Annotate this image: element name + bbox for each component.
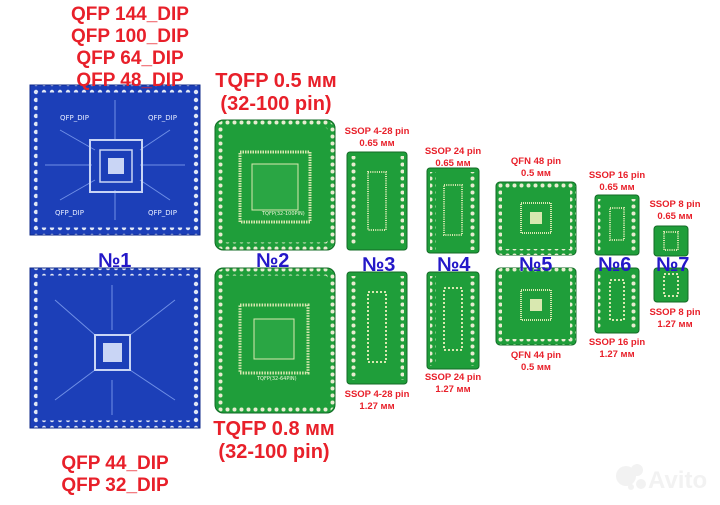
ssop24-board-bottom <box>426 271 480 370</box>
ssop16-bottom-label: SSOP 16 pin 1.27 мм <box>588 337 646 360</box>
tqfp08-board: TQFP(32-64PIN) <box>214 267 336 414</box>
ssop16-board-top <box>594 194 640 256</box>
ssop428-top-label: SSOP 4-28 pin 0.65 мм <box>344 126 410 149</box>
qfn48-board <box>495 181 577 256</box>
tqfp05-label: TQFP 0.5 мм (32-100 pin) <box>215 70 337 115</box>
number-3: №3 <box>362 254 396 276</box>
ssop428-bottom-label: SSOP 4-28 pin 1.27 мм <box>344 389 410 412</box>
number-4: №4 <box>437 254 471 276</box>
avito-watermark: Avito <box>616 464 707 494</box>
qfp-bottom-labels: QFP 44_DIP QFP 32_DIP <box>45 453 185 497</box>
ssop24-top-label: SSOP 24 pin 0.65 мм <box>424 146 482 169</box>
ssop8-board-bottom <box>653 267 689 303</box>
svg-text:QFP_DIP: QFP_DIP <box>148 209 177 217</box>
tqfp05-board: TQFP(32-100PIN) <box>214 119 336 251</box>
number-1: №1 <box>98 250 132 272</box>
qfp-top-labels: QFP 144_DIP QFP 100_DIP QFP 64_DIP QFP 4… <box>60 4 200 92</box>
tqfp08-label: TQFP 0.8 мм (32-100 pin) <box>213 418 335 463</box>
number-2: №2 <box>256 250 290 272</box>
watermark-text: Avito <box>648 467 707 494</box>
qfp-dip-text: QFP_DIP <box>60 114 89 122</box>
ssop24-board-top <box>426 167 480 254</box>
number-6: №6 <box>598 254 632 276</box>
qfn44-board <box>495 267 577 346</box>
qfp44-board <box>29 267 201 429</box>
qfn48-label: QFN 48 pin 0.5 мм <box>510 156 562 179</box>
qfp64-label: QFP 64_DIP <box>76 48 184 69</box>
qfp44-label: QFP 44_DIP <box>61 453 169 474</box>
ssop8-top-label: SSOP 8 pin 0.65 мм <box>649 199 701 222</box>
ssop24-bottom-label: SSOP 24 pin 1.27 мм <box>424 372 482 395</box>
ssop428-board-top <box>346 151 408 251</box>
ssop16-board-bottom <box>594 267 640 334</box>
qfp32-label: QFP 32_DIP <box>61 475 169 496</box>
svg-text:QFP_DIP: QFP_DIP <box>148 114 177 122</box>
qfp144-board: QFP_DIP QFP_DIP QFP_DIP QFP_DIP <box>29 84 201 236</box>
qfp144-label: QFP 144_DIP <box>71 4 189 25</box>
ssop8-bottom-label: SSOP 8 pin 1.27 мм <box>649 307 701 330</box>
qfn44-label: QFN 44 pin 0.5 мм <box>510 350 562 373</box>
svg-text:QFP_DIP: QFP_DIP <box>55 209 84 217</box>
svg-text:TQFP(32-100PIN): TQFP(32-100PIN) <box>261 211 305 217</box>
qfp100-label: QFP 100_DIP <box>71 26 189 47</box>
number-7: №7 <box>656 254 690 276</box>
number-5: №5 <box>519 254 553 276</box>
ssop428-board-bottom <box>346 271 408 385</box>
qfp48-label: QFP 48_DIP <box>76 70 184 91</box>
ssop16-top-label: SSOP 16 pin 0.65 мм <box>588 170 646 193</box>
svg-text:TQFP(32-64PIN): TQFP(32-64PIN) <box>256 376 297 382</box>
ssop8-board-top <box>653 225 689 257</box>
